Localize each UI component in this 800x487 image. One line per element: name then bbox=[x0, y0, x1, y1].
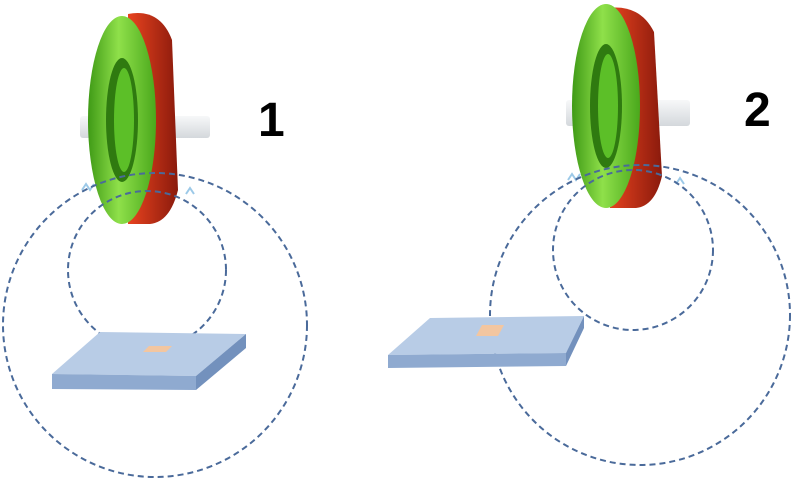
panel-2: 2 bbox=[388, 4, 791, 466]
sample-slab-2 bbox=[388, 316, 584, 368]
panel-1: 1 bbox=[2, 13, 308, 478]
small-dashed-circle-2 bbox=[552, 169, 714, 331]
sample-spot-1 bbox=[143, 346, 172, 352]
panel-label-2: 2 bbox=[744, 84, 771, 137]
large-dashed-circle-2 bbox=[489, 164, 791, 466]
panel-label-1: 1 bbox=[258, 94, 285, 147]
sample-slab-1 bbox=[52, 332, 246, 390]
large-dashed-circle-1 bbox=[2, 172, 308, 478]
sample-spot-2 bbox=[476, 325, 504, 336]
coil-2 bbox=[572, 4, 662, 208]
coil-bore-inner-1 bbox=[114, 68, 134, 172]
field-markers-2 bbox=[567, 172, 685, 185]
coil-bore-inner-2 bbox=[598, 54, 618, 158]
coil-1 bbox=[88, 13, 178, 225]
